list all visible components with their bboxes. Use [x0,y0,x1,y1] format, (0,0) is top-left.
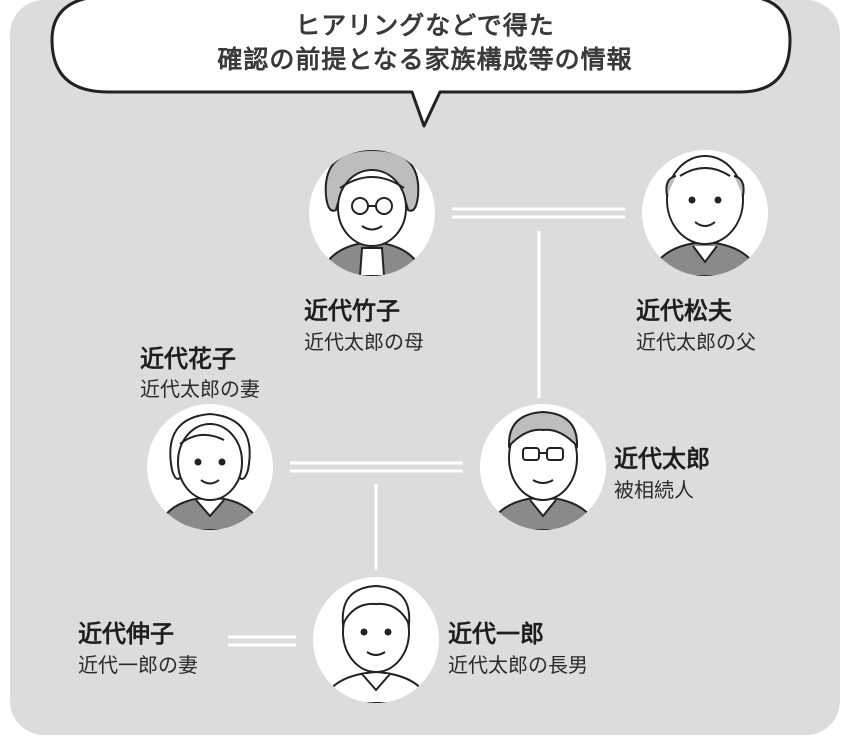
name-matsuo: 近代松夫 [636,297,732,325]
name-hanako: 近代花子 [140,345,236,373]
name-takeko: 近代竹子 [304,297,400,325]
avatar-hanako [147,404,273,530]
name-nobuko: 近代伸子 [78,620,174,648]
role-matsuo: 近代太郎の父 [636,330,756,354]
name-taro: 近代太郎 [614,445,710,473]
marriage-line-nobuko-ichiro [228,635,296,647]
role-taro: 被相続人 [614,478,694,502]
avatar-matsuo [642,150,768,276]
background-panel [10,0,840,735]
marriage-line-hanako-taro [290,461,463,473]
role-ichiro: 近代太郎の長男 [448,653,588,677]
bubble-line-1: ヒアリングなどで得た [295,11,555,40]
avatar-takeko [309,150,435,276]
marriage-line-takeko-matsuo [452,207,625,219]
role-takeko: 近代太郎の母 [304,330,424,354]
role-hanako: 近代太郎の妻 [140,377,260,401]
role-nobuko: 近代一郎の妻 [78,653,198,677]
name-ichiro: 近代一郎 [448,620,544,648]
avatar-taro [480,404,606,530]
avatar-ichiro [313,577,439,703]
bubble-line-2: 確認の前提となる家族構成等の情報 [217,45,633,74]
speech-bubble [50,0,792,128]
